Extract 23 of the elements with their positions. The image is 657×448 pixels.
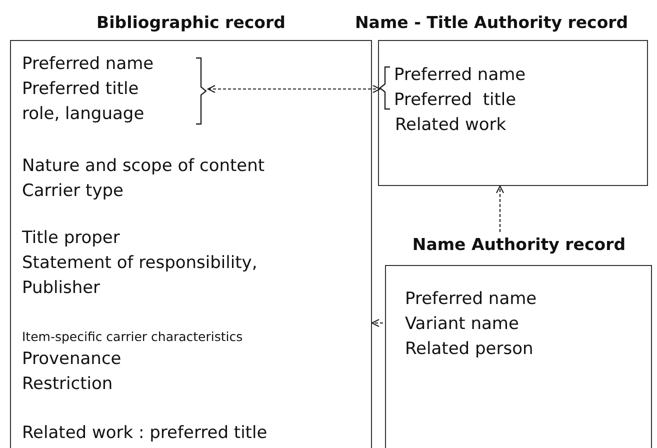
field-label: Publisher	[22, 277, 100, 299]
field-label: Preferred title	[394, 89, 516, 111]
field-label: Statement of responsibility,	[22, 252, 258, 274]
field-label: Preferred name	[405, 288, 537, 310]
field-label: Title proper	[22, 227, 120, 249]
field-label: Preferred name	[394, 64, 526, 86]
record-heading: Name - Title Authority record	[355, 12, 628, 34]
field-label: Provenance	[22, 348, 122, 370]
record-heading: Name Authority record	[411, 234, 627, 256]
field-label: Item-specific carrier characteristics	[22, 328, 243, 346]
field-label: role, language	[22, 103, 144, 125]
field-label: Related work : preferred title	[22, 422, 268, 444]
field-label: Carrier type	[22, 180, 124, 202]
field-label: Related work	[395, 114, 506, 136]
field-label: Restriction	[22, 373, 113, 395]
dashed-arrow	[207, 84, 381, 94]
field-label: Preferred name	[22, 53, 154, 75]
dashed-arrow	[371, 318, 383, 328]
field-label: Preferred title	[22, 78, 139, 100]
field-label: Nature and scope of content	[22, 155, 265, 177]
field-label: Variant name	[405, 313, 519, 335]
dashed-arrow	[496, 185, 504, 232]
field-label: Related person	[405, 338, 534, 360]
